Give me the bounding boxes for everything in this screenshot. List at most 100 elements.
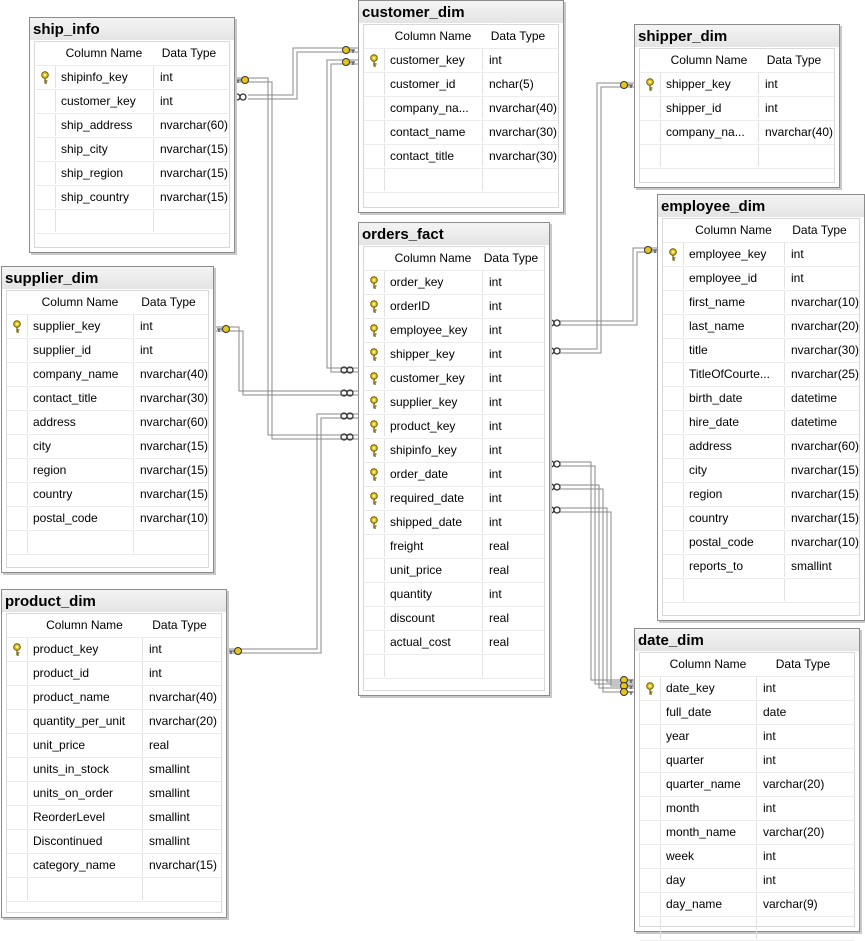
- empty-row[interactable]: [663, 579, 859, 603]
- table-row[interactable]: TitleOfCourte...nvarchar(25): [663, 363, 859, 387]
- column-name: country: [689, 511, 729, 525]
- empty-row[interactable]: [364, 169, 558, 193]
- empty-row[interactable]: [35, 210, 229, 234]
- empty-row[interactable]: [640, 917, 854, 941]
- empty-row[interactable]: [7, 878, 221, 902]
- column-name: reports_to: [689, 559, 744, 573]
- data-type: nvarchar(60): [784, 435, 859, 457]
- table-row[interactable]: company_na...nvarchar(40): [640, 121, 834, 145]
- row-selector: [7, 614, 27, 636]
- empty-row[interactable]: [364, 655, 544, 679]
- data-type: nvarchar(20): [142, 710, 217, 732]
- column-name: customer_key: [61, 94, 136, 108]
- row-selector: [640, 917, 661, 939]
- row-selector: [364, 535, 385, 557]
- column-name-header: Column Name: [670, 53, 748, 67]
- empty-row[interactable]: [7, 531, 208, 555]
- row-selector: [364, 631, 385, 653]
- table-row[interactable]: company_na...nvarchar(40): [364, 97, 558, 121]
- empty-row[interactable]: [640, 145, 834, 169]
- row-selector: [7, 878, 28, 900]
